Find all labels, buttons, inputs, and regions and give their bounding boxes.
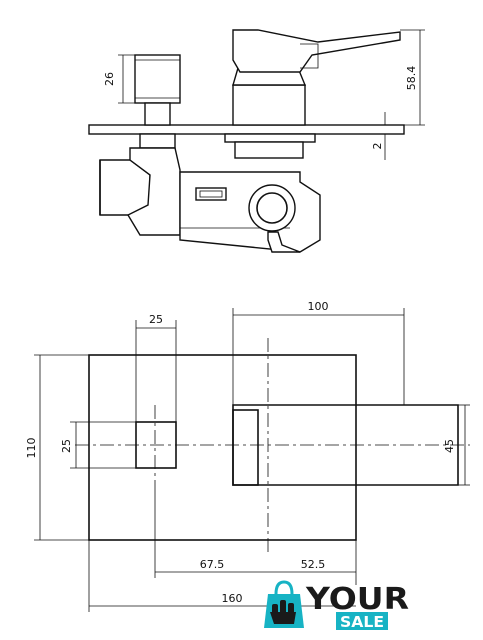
- logo-sale-badge: [336, 612, 388, 630]
- diverter-knob: [134, 54, 181, 104]
- top-view: 25 100 110 25 45 67.5 52.5 160: [25, 300, 470, 612]
- dim-plate-height: 110: [25, 438, 38, 459]
- diverter-stem: [144, 102, 171, 126]
- side-view: 26 58.4 2: [88, 29, 425, 253]
- dim-outlet-offset: 52.5: [301, 558, 326, 571]
- wall-plate: [88, 124, 405, 135]
- cartridge-housing: [232, 84, 306, 126]
- dim-cap-width: 25: [149, 313, 163, 326]
- dim-plate-offset: 2: [371, 143, 384, 150]
- outlet-port: [248, 184, 296, 232]
- wall-plate-outline: [88, 354, 357, 541]
- dim-total-height: 58.4: [405, 66, 418, 91]
- dim-handle-height: 26: [103, 72, 116, 86]
- shopping-bag-icon: [264, 580, 304, 628]
- side-slot: [195, 187, 227, 201]
- dim-cap-height: 25: [60, 439, 73, 453]
- logo-word-sale: SALE: [340, 613, 384, 631]
- logo-word-your: YOUR: [305, 582, 409, 617]
- yoursale-logo: YOUR SALE: [264, 580, 409, 631]
- dim-inlet-offset: 67.5: [200, 558, 225, 571]
- mixer-lever: [232, 29, 401, 73]
- dim-lever-height: 45: [443, 439, 456, 453]
- dim-total-width: 160: [222, 592, 243, 605]
- dim-lever-length: 100: [308, 300, 329, 313]
